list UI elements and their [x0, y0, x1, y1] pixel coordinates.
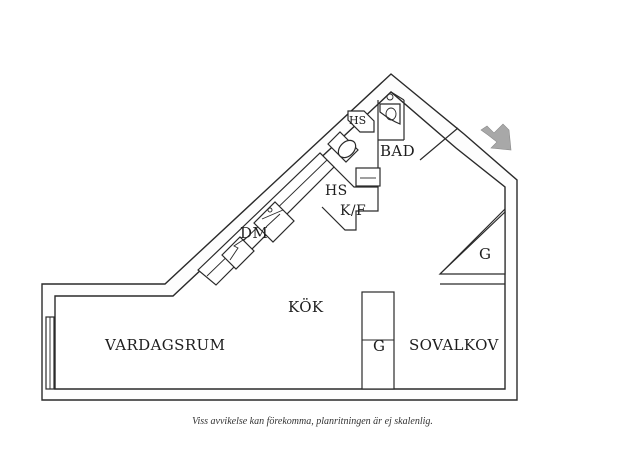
room-label-vardagsrum: VARDAGSRUM — [104, 336, 225, 354]
label-dm: DM — [240, 224, 268, 242]
room-label-bad: BAD — [380, 142, 415, 160]
room-label-kok: KÖK — [288, 298, 324, 316]
disclaimer-text: Viss avvikelse kan förekomma, planritnin… — [192, 416, 433, 427]
entrance-arrow-icon — [480, 123, 512, 151]
window — [45, 316, 55, 390]
label-hs-kitchen: HS — [325, 183, 348, 199]
label-hs-bath: HS — [349, 114, 366, 127]
closet-middle — [361, 291, 395, 390]
stove — [221, 236, 255, 270]
dishwasher — [253, 201, 295, 243]
bath-washer — [347, 110, 375, 133]
toilet — [327, 131, 359, 163]
bath-sink — [379, 93, 401, 125]
closet-right — [438, 208, 506, 285]
label-g-right: G — [479, 245, 491, 263]
label-g-middle: G — [373, 337, 385, 355]
label-kf: K/F — [340, 203, 366, 219]
room-label-sovalkov: SOVALKOV — [409, 336, 500, 354]
bath-shower — [355, 167, 381, 187]
bathroom-walls — [319, 91, 459, 231]
